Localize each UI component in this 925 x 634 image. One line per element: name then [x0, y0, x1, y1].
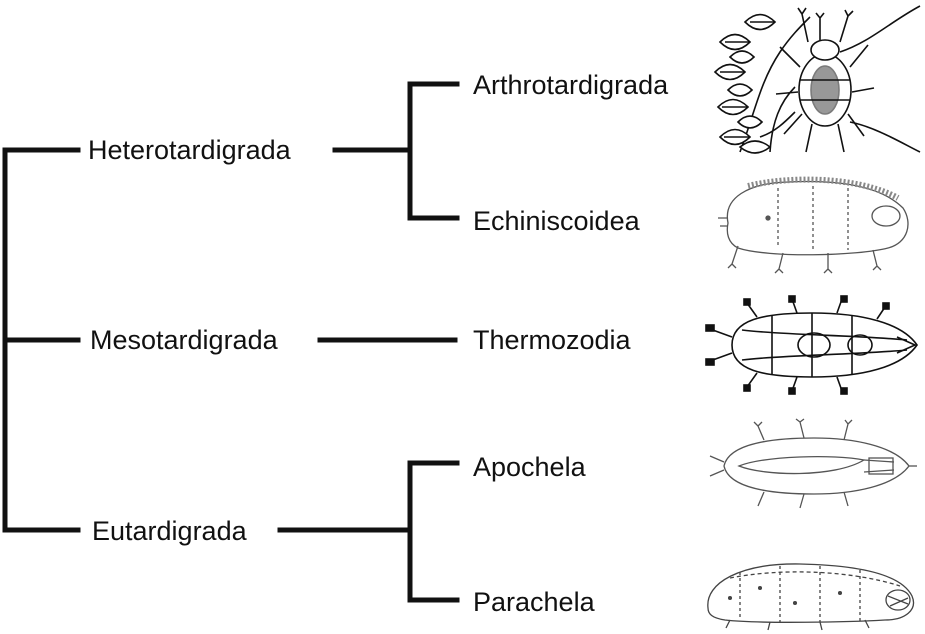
- thermozodium-dorsal-icon: [705, 295, 918, 395]
- arthrotardigrade-on-moss-icon: [713, 5, 921, 154]
- label-eutardigrada: Eutardigrada: [92, 516, 247, 546]
- apochelan-dorsal-icon: [709, 418, 917, 509]
- label-heterotardigrada: Heterotardigrada: [88, 135, 291, 165]
- armored-echiniscid-icon: [718, 176, 909, 274]
- label-parachela: Parachela: [473, 587, 595, 617]
- label-arthrotardigrada: Arthrotardigrada: [473, 70, 669, 100]
- parachelan-lateral-icon: [707, 563, 915, 631]
- label-echiniscoidea: Echiniscoidea: [473, 206, 640, 236]
- label-mesotardigrada: Mesotardigrada: [90, 325, 278, 355]
- label-apochela: Apochela: [473, 452, 586, 482]
- label-thermozodia: Thermozodia: [473, 325, 631, 355]
